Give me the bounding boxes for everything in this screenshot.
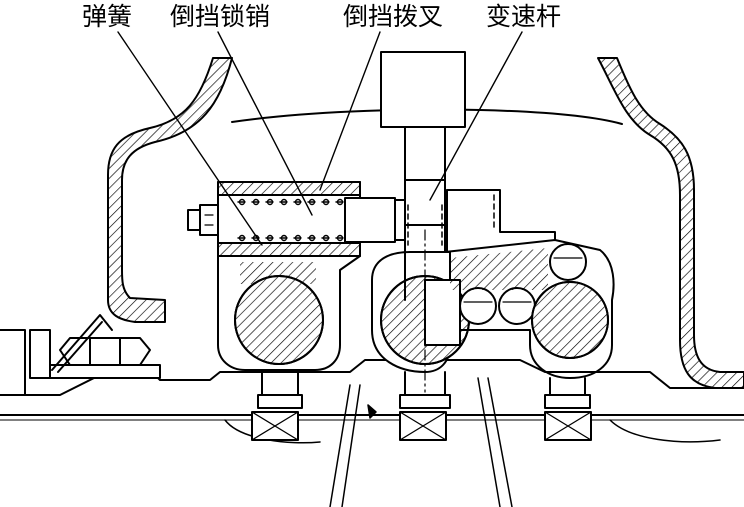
interlock-ball-2 <box>498 287 536 325</box>
upper-bracket <box>446 189 556 253</box>
interlock-ball-3 <box>549 243 587 281</box>
reverse-lock-pin <box>344 197 406 243</box>
left-shift-block <box>217 255 361 371</box>
shift-lever <box>380 51 466 393</box>
label-spring: 弹簧 <box>82 2 133 31</box>
hex-bolt <box>29 314 161 379</box>
right-shift-block <box>444 239 615 379</box>
spring-coils <box>237 198 344 242</box>
shift-rail-left <box>234 275 324 365</box>
support-post-right <box>544 377 592 441</box>
leader-lines <box>117 31 523 246</box>
shift-rail-right <box>531 281 609 359</box>
interlock-ball-1 <box>459 287 497 325</box>
shift-rail-center <box>380 275 470 365</box>
lock-pin-housing <box>217 181 361 257</box>
support-post-center <box>399 371 451 441</box>
label-reverse-shift-fork: 倒挡拨叉 <box>343 2 444 31</box>
pin-retainer-left <box>187 204 219 236</box>
label-shift-lever: 变速杆 <box>486 2 562 31</box>
label-reverse-lock-pin: 倒挡锁销 <box>170 2 271 31</box>
support-post-left <box>251 371 303 441</box>
guide-rods <box>329 377 513 507</box>
